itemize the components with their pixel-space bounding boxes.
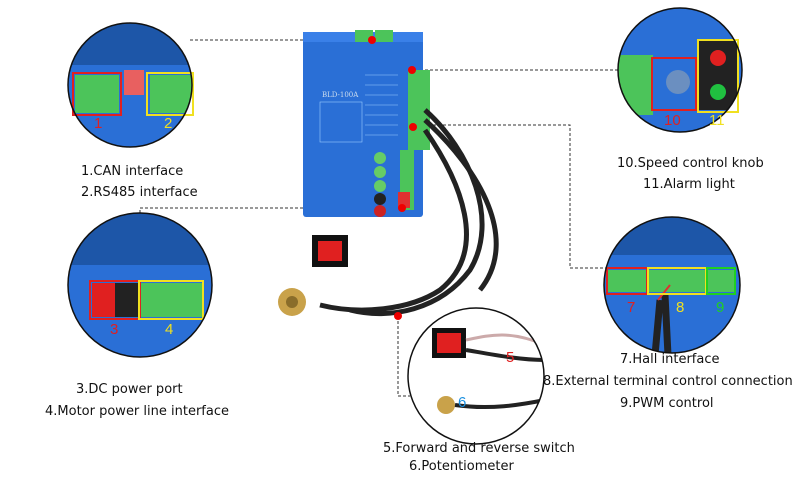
marker-5: 5: [506, 349, 514, 366]
marker-2: 2: [164, 115, 172, 132]
zoom-circle-power: 3 4: [67, 212, 213, 358]
caption-can-interface: 1.CAN interface: [81, 164, 184, 179]
marker-9: 9: [716, 299, 724, 316]
caption-speed-control-knob: 10.Speed control knob: [617, 156, 764, 171]
marker-7: 7: [627, 299, 635, 316]
caption-dc-power-port: 3.DC power port: [76, 382, 183, 397]
device-model-label: BLD-100A: [322, 91, 359, 99]
marker-4: 4: [165, 321, 173, 338]
caption-forward-reverse-switch: 5.Forward and reverse switch: [383, 441, 575, 456]
caption-alarm-light: 11.Alarm light: [643, 177, 735, 192]
marker-1: 1: [94, 115, 102, 132]
zoom-circle-terminals: 7 8 9: [603, 216, 741, 354]
zoom-circle-can-rs485: 1 2: [67, 22, 194, 148]
marker-10: 10: [664, 112, 681, 129]
marker-6: 6: [458, 394, 466, 411]
zoom-circle-switch-pot: 5 6: [407, 307, 545, 445]
caption-pwm-control: 9.PWM control: [620, 396, 714, 411]
marker-8: 8: [676, 299, 684, 316]
leader-lines: [139, 39, 618, 397]
caption-motor-power-line: 4.Motor power line interface: [45, 404, 229, 419]
marker-3: 3: [110, 321, 118, 338]
caption-external-terminal: 8.External terminal control connection: [543, 374, 793, 389]
zoom-circle-knob-alarm: 10 11: [617, 7, 743, 133]
marker-11: 11: [709, 112, 725, 129]
motor-driver-device: BLD-100A: [278, 30, 499, 320]
caption-hall-interface: 7.Hall interface: [620, 352, 720, 367]
caption-rs485-interface: 2.RS485 interface: [81, 185, 198, 200]
caption-potentiometer: 6.Potentiometer: [409, 459, 514, 474]
